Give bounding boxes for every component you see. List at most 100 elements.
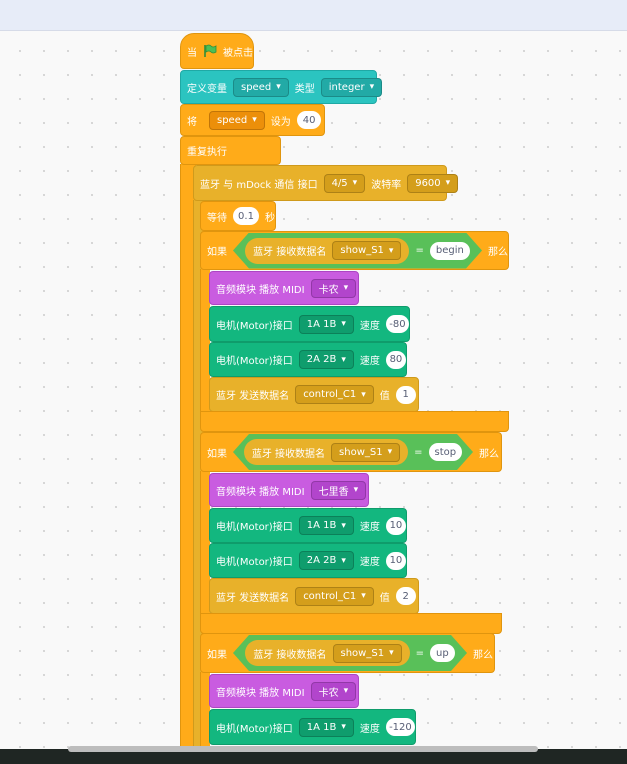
- equals-label: =: [415, 647, 424, 659]
- bluetooth-send-block[interactable]: 蓝牙 发送数据名 control_C1 值 1: [209, 377, 419, 412]
- speed-input[interactable]: 10: [385, 551, 406, 570]
- set-value-input[interactable]: 40: [296, 111, 322, 129]
- if-block-footer: [200, 411, 509, 432]
- motor-port-dropdown[interactable]: 2A 2B: [298, 551, 354, 570]
- midi-song-dropdown[interactable]: 卡农: [310, 681, 357, 701]
- if-block[interactable]: 如果 蓝牙 接收数据名 show_S1 = begin 那么: [200, 231, 509, 270]
- motor-speed-block[interactable]: 电机(Motor)接口 2A 2B 速度 80: [209, 342, 407, 377]
- if-arm: [200, 471, 210, 616]
- then-label: 那么: [488, 247, 508, 258]
- bluetooth-receive-reporter[interactable]: 蓝牙 接收数据名 show_S1: [245, 238, 409, 264]
- motor-label: 电机(Motor)接口: [216, 320, 293, 332]
- motor-speed-block[interactable]: 电机(Motor)接口 2A 2B 速度 10: [209, 543, 407, 578]
- define-variable-block[interactable]: 定义变量 speed 类型 integer: [180, 70, 383, 104]
- motor-speed-block[interactable]: 电机(Motor)接口 1A 1B 速度 -80: [209, 306, 410, 342]
- midi-song-dropdown[interactable]: 七里香: [310, 480, 367, 500]
- speed-input[interactable]: 80: [385, 350, 406, 369]
- when-flag-clicked-block[interactable]: 当 被点击: [180, 33, 254, 69]
- midi-song-dropdown[interactable]: 卡农: [310, 278, 357, 298]
- set-variable-block[interactable]: 将 speed 设为 40: [180, 104, 325, 136]
- motor-label: 电机(Motor)接口: [216, 557, 293, 568]
- speed-label: 速度: [359, 723, 380, 735]
- if-label: 如果: [207, 247, 227, 258]
- send-value-input[interactable]: 2: [395, 587, 416, 605]
- motor-label: 电机(Motor)接口: [216, 522, 293, 533]
- type-label: 类型: [294, 83, 315, 95]
- horizontal-scrollbar[interactable]: [68, 746, 538, 752]
- play-midi-label: 音频模块 播放 MIDI: [216, 284, 305, 296]
- motor-port-dropdown[interactable]: 1A 1B: [298, 717, 354, 737]
- define-variable-label: 定义变量: [187, 83, 227, 95]
- motor-label: 电机(Motor)接口: [216, 356, 293, 367]
- compare-value-input[interactable]: begin: [430, 242, 470, 260]
- port-dropdown[interactable]: 4/5: [323, 173, 366, 193]
- motor-port-dropdown[interactable]: 1A 1B: [298, 516, 354, 535]
- equals-condition[interactable]: 蓝牙 接收数据名 show_S1 = up: [233, 635, 467, 671]
- variable-name-dropdown[interactable]: speed: [233, 77, 289, 97]
- receive-name-dropdown[interactable]: show_S1: [332, 241, 401, 260]
- equals-condition[interactable]: 蓝牙 接收数据名 show_S1 = stop: [233, 434, 473, 470]
- set-to-label: 设为: [270, 116, 291, 128]
- wait-block[interactable]: 等待 0.1 秒: [200, 201, 276, 231]
- then-label: 那么: [479, 448, 499, 460]
- send-value-label: 值: [379, 592, 390, 604]
- if-label: 如果: [207, 649, 227, 661]
- receive-name-dropdown[interactable]: show_S1: [331, 443, 400, 462]
- compare-value-input[interactable]: stop: [429, 443, 463, 461]
- motor-speed-block[interactable]: 电机(Motor)接口 1A 1B 速度 -120: [209, 709, 416, 745]
- set-variable-dropdown[interactable]: speed: [209, 110, 265, 130]
- wait-label: 等待: [207, 212, 227, 224]
- forever-block[interactable]: 重复执行: [180, 136, 281, 165]
- speed-input[interactable]: -120: [385, 718, 415, 736]
- speed-input[interactable]: -80: [385, 315, 409, 333]
- variable-type-dropdown[interactable]: integer: [320, 77, 383, 97]
- bluetooth-comm-block[interactable]: 蓝牙 与 mDock 通信 接口 4/5 波特率 9600: [193, 165, 459, 201]
- play-midi-label: 音频模块 播放 MIDI: [216, 687, 305, 699]
- speed-label: 速度: [359, 557, 380, 568]
- send-name-dropdown[interactable]: control_C1: [295, 586, 374, 606]
- receive-name-dropdown[interactable]: show_S1: [333, 644, 402, 663]
- bluetooth-comm-label: 蓝牙 与 mDock 通信 接口: [200, 179, 318, 191]
- send-value-label: 值: [379, 391, 390, 402]
- motor-port-dropdown[interactable]: 1A 1B: [298, 314, 354, 334]
- bluetooth-send-block[interactable]: 蓝牙 发送数据名 control_C1 值 2: [209, 578, 419, 614]
- motor-speed-block[interactable]: 电机(Motor)接口 1A 1B 速度 10: [209, 508, 407, 543]
- equals-label: =: [415, 245, 424, 256]
- send-label: 蓝牙 发送数据名: [216, 592, 290, 604]
- speed-input[interactable]: 10: [385, 516, 406, 535]
- if-block[interactable]: 如果 蓝牙 接收数据名 show_S1 = up 那么: [200, 633, 495, 673]
- top-toolbar: [0, 0, 627, 31]
- bluetooth-receive-reporter[interactable]: 蓝牙 接收数据名 show_S1: [244, 439, 408, 465]
- set-label: 将: [187, 116, 197, 128]
- send-value-input[interactable]: 1: [395, 385, 416, 404]
- if-block[interactable]: 如果 蓝牙 接收数据名 show_S1 = stop 那么: [200, 432, 502, 472]
- wait-unit-label: 秒: [265, 212, 275, 224]
- if-label: 如果: [207, 448, 227, 460]
- receive-label: 蓝牙 接收数据名: [253, 247, 327, 258]
- speed-label: 速度: [359, 522, 380, 533]
- send-name-dropdown[interactable]: control_C1: [295, 385, 374, 404]
- play-midi-block[interactable]: 音频模块 播放 MIDI 七里香: [209, 473, 369, 507]
- motor-label: 电机(Motor)接口: [216, 723, 293, 735]
- wait-seconds-input[interactable]: 0.1: [233, 207, 259, 225]
- forever-loop-arm: [180, 164, 196, 748]
- baud-dropdown[interactable]: 9600: [407, 173, 459, 193]
- then-label: 那么: [473, 649, 493, 661]
- play-midi-label: 音频模块 播放 MIDI: [216, 486, 305, 498]
- if-arm: [200, 269, 210, 414]
- speed-label: 速度: [359, 356, 380, 367]
- motor-port-dropdown[interactable]: 2A 2B: [298, 350, 354, 369]
- bluetooth-receive-reporter[interactable]: 蓝牙 接收数据名 show_S1: [245, 640, 409, 666]
- receive-label: 蓝牙 接收数据名: [253, 649, 327, 661]
- baud-label: 波特率: [371, 179, 402, 191]
- if-block-footer: [200, 613, 502, 634]
- play-midi-block[interactable]: 音频模块 播放 MIDI 卡农: [209, 271, 359, 305]
- if-arm: [200, 672, 210, 748]
- forever-label: 重复执行: [187, 147, 227, 158]
- equals-condition[interactable]: 蓝牙 接收数据名 show_S1 = begin: [233, 233, 482, 269]
- play-midi-block[interactable]: 音频模块 播放 MIDI 卡农: [209, 674, 359, 708]
- equals-label: =: [414, 446, 423, 458]
- speed-label: 速度: [359, 320, 380, 332]
- compare-value-input[interactable]: up: [430, 644, 455, 662]
- bottom-bar: [0, 749, 627, 764]
